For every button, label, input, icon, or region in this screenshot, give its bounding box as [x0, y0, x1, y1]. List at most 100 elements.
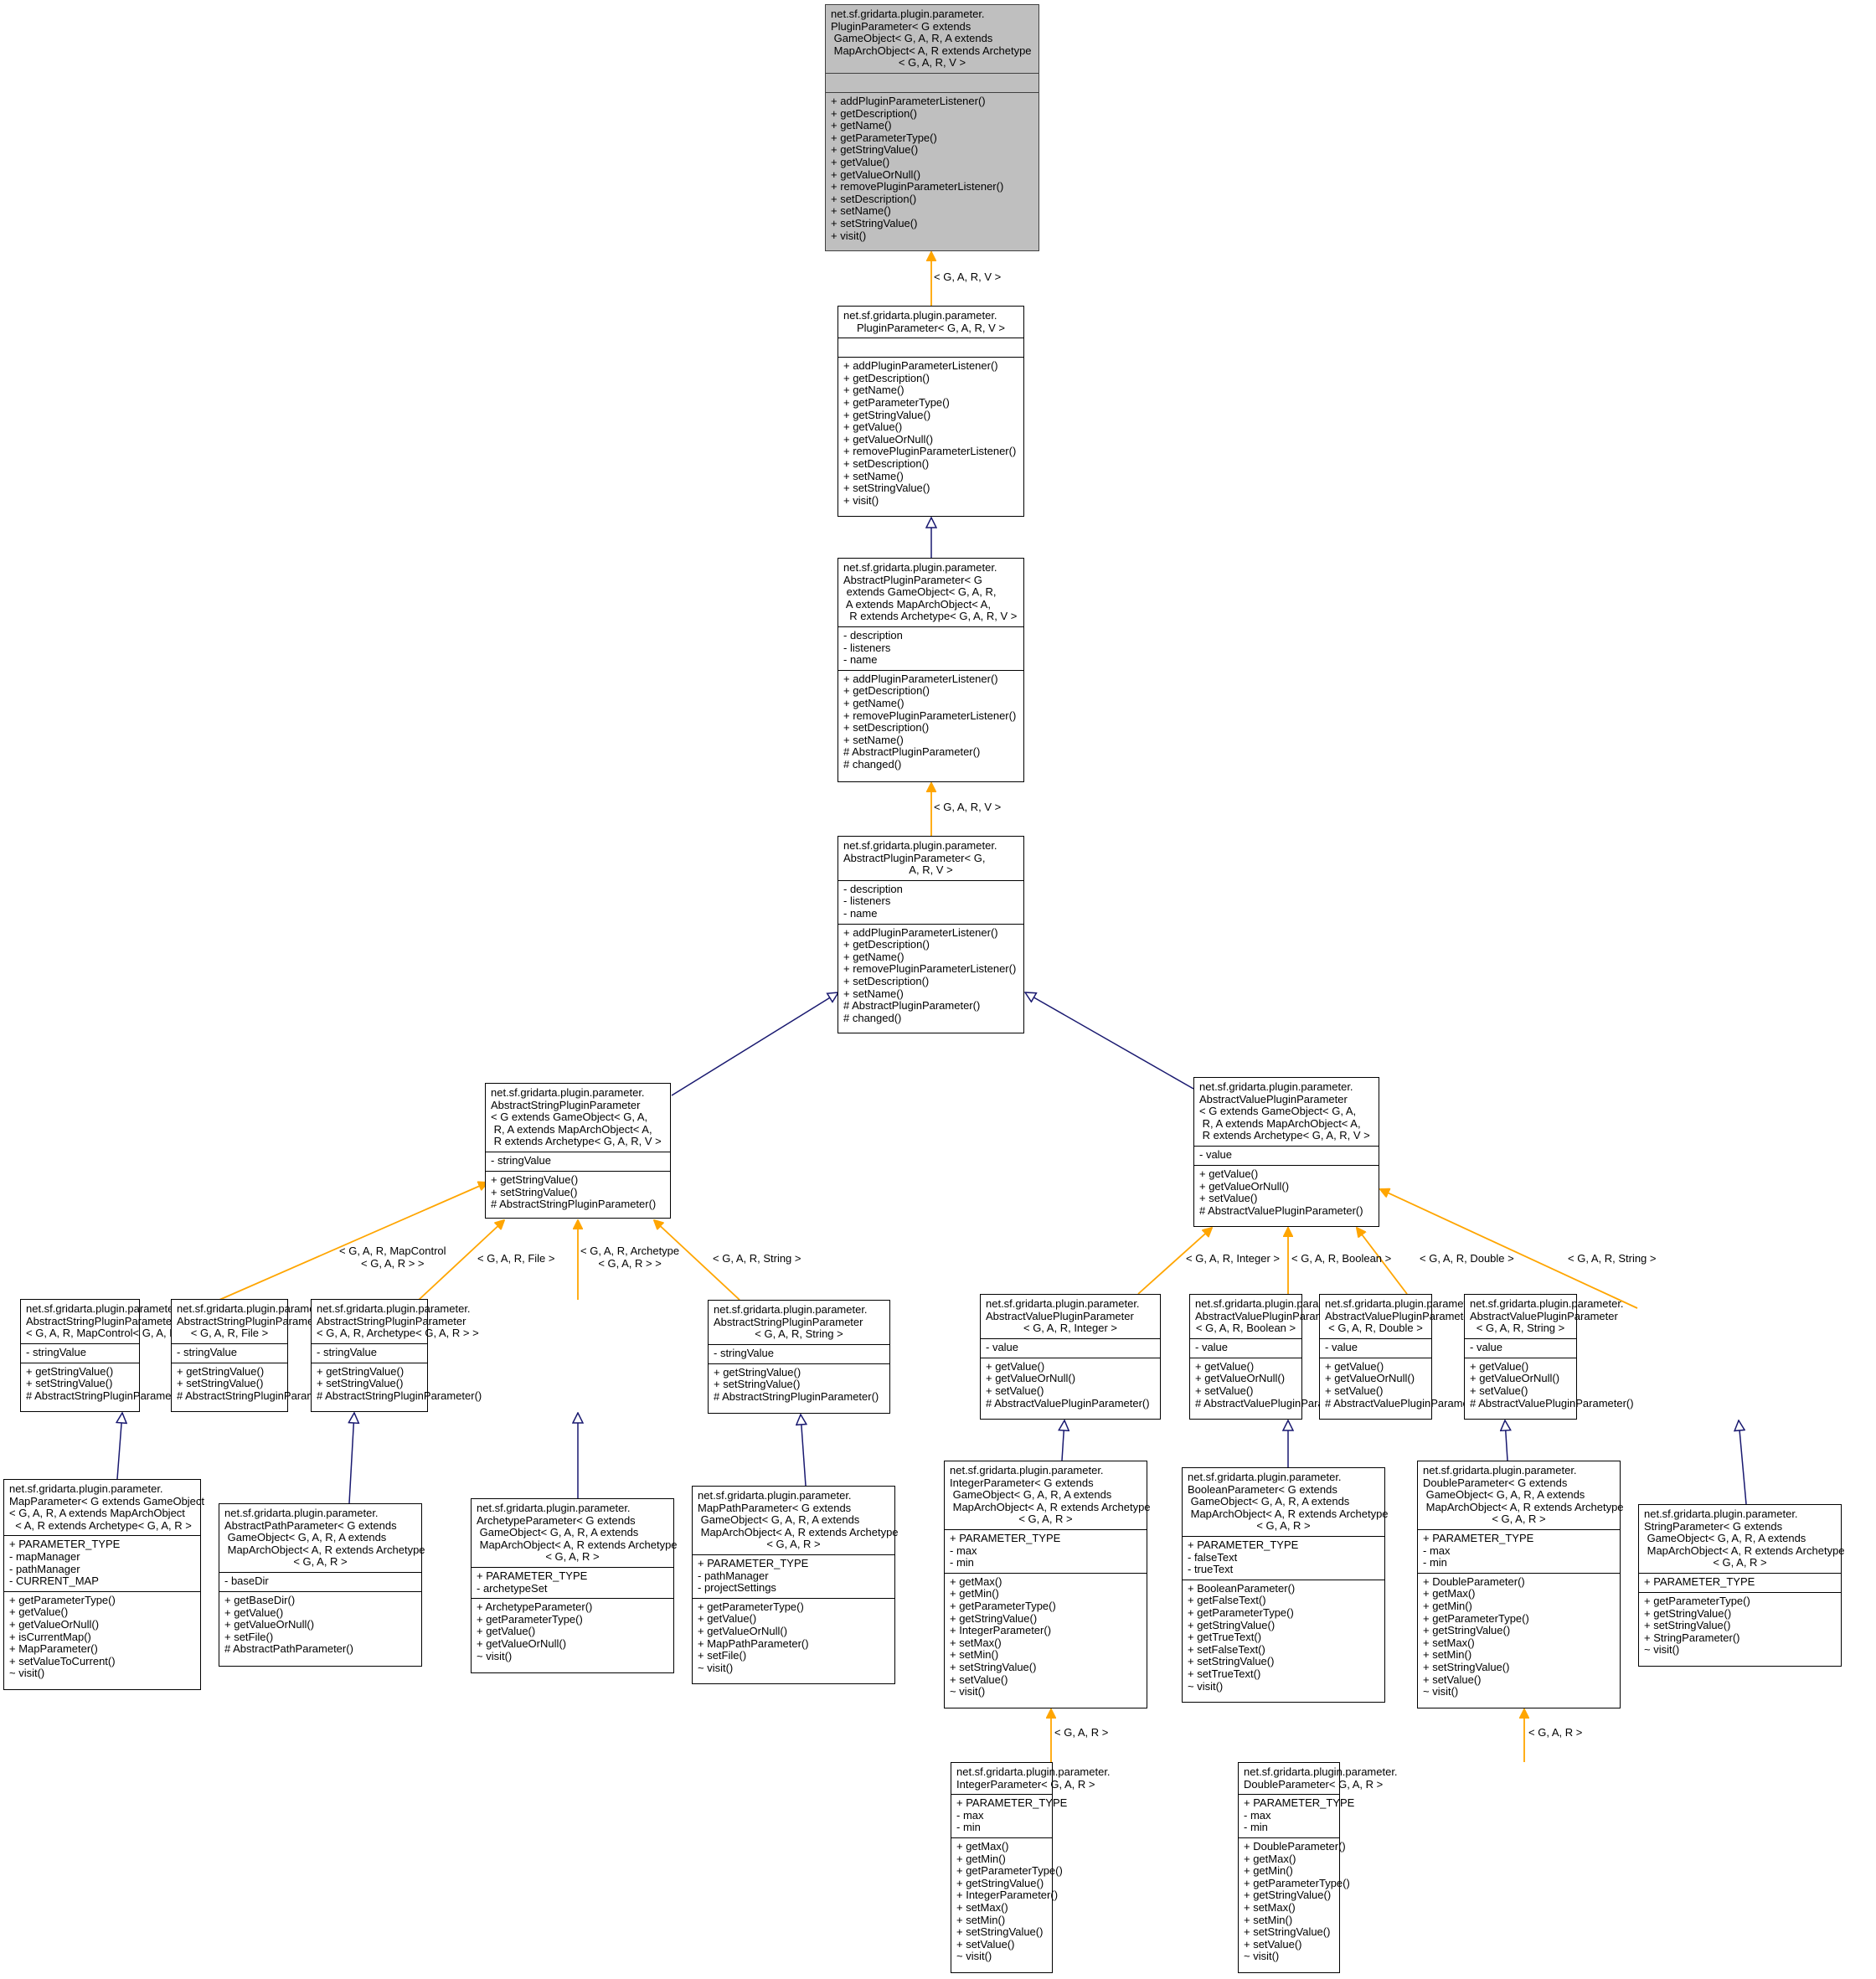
operation[interactable]: + StringParameter() — [1644, 1631, 1740, 1644]
class-box[interactable]: net.sf.gridarta.plugin.parameter.Abstrac… — [1193, 1077, 1379, 1227]
operation[interactable]: + setStringValue() — [714, 1378, 801, 1391]
operation[interactable]: + removePluginParameterListener() — [831, 180, 1004, 193]
operation[interactable]: + getMin() — [1244, 1864, 1293, 1878]
operation[interactable]: + getValueOrNull() — [698, 1624, 788, 1637]
operation[interactable]: + getBaseDir() — [224, 1593, 296, 1606]
operation[interactable]: + getStringValue() — [177, 1364, 265, 1378]
class-box[interactable]: net.sf.gridarta.plugin.parameter.Abstrac… — [1464, 1294, 1634, 1420]
operation[interactable]: + removePluginParameterListener() — [843, 709, 1017, 722]
operation[interactable]: + getStringValue() — [950, 1611, 1038, 1625]
operation[interactable]: + setTrueText() — [1188, 1667, 1261, 1680]
operation[interactable]: + setMin() — [950, 1648, 999, 1662]
operation[interactable]: + getValueOrNull() — [1325, 1372, 1415, 1385]
operation[interactable]: + getName() — [843, 696, 904, 709]
operation[interactable]: + getValue() — [1470, 1359, 1529, 1373]
operation[interactable]: + getParameterType() — [1644, 1594, 1750, 1607]
operation[interactable]: + setStringValue() — [1188, 1655, 1275, 1668]
class-box[interactable]: net.sf.gridarta.plugin.parameter.DoubleP… — [1238, 1762, 1398, 1973]
class-box[interactable]: net.sf.gridarta.plugin.parameter.Abstrac… — [980, 1294, 1161, 1420]
operation[interactable]: + getTrueText() — [1188, 1631, 1262, 1644]
operation[interactable]: + getDescription() — [843, 684, 930, 698]
operation[interactable]: ~ visit() — [477, 1649, 513, 1662]
operation[interactable]: + getParameterType() — [950, 1599, 1056, 1612]
class-box[interactable]: net.sf.gridarta.plugin.parameter.MapPath… — [692, 1486, 899, 1684]
operation[interactable]: # AbstractValuePluginParameter() — [1325, 1396, 1489, 1410]
operation[interactable]: + getStringValue() — [1244, 1889, 1332, 1902]
operation[interactable]: + setStringValue() — [317, 1377, 404, 1390]
class-box[interactable]: net.sf.gridarta.plugin.parameter.Abstrac… — [20, 1299, 196, 1412]
class-box[interactable]: net.sf.gridarta.plugin.parameter.Abstrac… — [1189, 1294, 1359, 1420]
operation[interactable]: + setDescription() — [831, 192, 917, 205]
operation[interactable]: + removePluginParameterListener() — [843, 962, 1017, 976]
operation[interactable]: + getValue() — [843, 420, 903, 434]
operation[interactable]: + getStringValue() — [1423, 1624, 1511, 1637]
operation[interactable]: + getValueOrNull() — [1199, 1179, 1290, 1193]
operation[interactable]: + setStringValue() — [1244, 1925, 1331, 1939]
operation[interactable]: + getParameterType() — [1244, 1876, 1350, 1889]
operation[interactable]: # AbstractStringPluginParameter() — [714, 1389, 879, 1403]
operation[interactable]: # AbstractPluginParameter() — [843, 999, 981, 1013]
class-box[interactable]: net.sf.gridarta.plugin.parameter.PluginP… — [838, 306, 1024, 517]
class-box[interactable]: net.sf.gridarta.plugin.parameter.PluginP… — [825, 4, 1039, 251]
operation[interactable]: + getDescription() — [831, 106, 917, 120]
operation[interactable]: + setValue() — [956, 1937, 1015, 1951]
class-box[interactable]: net.sf.gridarta.plugin.parameter.Abstrac… — [838, 558, 1024, 782]
operation[interactable]: + getName() — [843, 384, 904, 397]
operation[interactable]: + getValueOrNull() — [986, 1372, 1076, 1385]
operation[interactable]: + getParameterType() — [831, 131, 937, 144]
operation[interactable]: ~ visit() — [1188, 1679, 1224, 1693]
operation[interactable]: + setStringValue() — [1423, 1660, 1510, 1673]
operation[interactable]: + getStringValue() — [1644, 1606, 1732, 1620]
operation[interactable]: + getDescription() — [843, 938, 930, 951]
operation[interactable]: + getMin() — [1423, 1599, 1472, 1612]
operation[interactable]: + setMin() — [1423, 1648, 1472, 1662]
operation[interactable]: + setStringValue() — [831, 216, 918, 229]
operation[interactable]: + getValueOrNull() — [1195, 1372, 1286, 1385]
operation[interactable]: # AbstractPathParameter() — [224, 1642, 353, 1656]
operation[interactable]: + setStringValue() — [950, 1660, 1037, 1673]
class-box[interactable]: net.sf.gridarta.plugin.parameter.Boolean… — [1182, 1467, 1389, 1703]
operation[interactable]: + getValueOrNull() — [224, 1618, 315, 1631]
operation[interactable]: + DoubleParameter() — [1423, 1574, 1525, 1588]
operation[interactable]: + setMin() — [1244, 1913, 1293, 1926]
operation[interactable]: + addPluginParameterListener() — [831, 94, 986, 107]
operation[interactable]: + isCurrentMap() — [9, 1630, 91, 1643]
operation[interactable]: + setMin() — [956, 1913, 1006, 1926]
operation[interactable]: + getValueOrNull() — [9, 1617, 100, 1631]
operation[interactable]: + setName() — [843, 469, 904, 482]
operation[interactable]: + getParameterType() — [956, 1864, 1063, 1878]
class-box[interactable]: net.sf.gridarta.plugin.parameter.Integer… — [951, 1762, 1111, 1973]
operation[interactable]: + setStringValue() — [956, 1925, 1044, 1939]
operation[interactable]: + getStringValue() — [491, 1172, 579, 1186]
operation[interactable]: + getStringValue() — [714, 1365, 801, 1379]
operation[interactable]: + setName() — [831, 204, 891, 218]
operation[interactable]: + setMax() — [950, 1636, 1002, 1649]
operation[interactable]: + setValue() — [1470, 1384, 1528, 1397]
operation[interactable]: + setStringValue() — [26, 1377, 113, 1390]
operation[interactable]: + getMin() — [956, 1852, 1006, 1865]
operation[interactable]: + visit() — [831, 229, 867, 242]
operation[interactable]: + getValue() — [1325, 1359, 1384, 1373]
operation[interactable]: + setFile() — [698, 1649, 747, 1662]
operation[interactable]: + getMax() — [950, 1574, 1002, 1588]
operation[interactable]: + setValue() — [1423, 1672, 1482, 1686]
operation[interactable]: # changed() — [843, 757, 902, 770]
operation[interactable]: + getName() — [843, 950, 904, 963]
class-box[interactable]: net.sf.gridarta.plugin.parameter.Abstrac… — [219, 1503, 425, 1667]
operation[interactable]: ~ visit() — [1244, 1950, 1280, 1963]
operation[interactable]: + IntegerParameter() — [950, 1624, 1052, 1637]
operation[interactable]: # AbstractValuePluginParameter() — [1195, 1396, 1359, 1410]
operation[interactable]: + getValueOrNull() — [831, 167, 921, 181]
operation[interactable]: + getFalseText() — [1188, 1594, 1266, 1607]
operation[interactable]: ~ visit() — [9, 1667, 45, 1680]
operation[interactable]: + getValue() — [477, 1625, 536, 1638]
operation[interactable]: + getValue() — [1199, 1167, 1259, 1180]
operation[interactable]: # AbstractValuePluginParameter() — [1199, 1203, 1363, 1217]
operation[interactable]: # AbstractPluginParameter() — [843, 745, 981, 759]
operation[interactable]: + setName() — [843, 987, 904, 1000]
operation[interactable]: + setDescription() — [843, 456, 930, 470]
operation[interactable]: ~ visit() — [1644, 1643, 1680, 1657]
operation[interactable]: + getValue() — [9, 1605, 69, 1619]
operation[interactable]: + getStringValue() — [317, 1364, 405, 1378]
operation[interactable]: + setValueToCurrent() — [9, 1654, 116, 1667]
